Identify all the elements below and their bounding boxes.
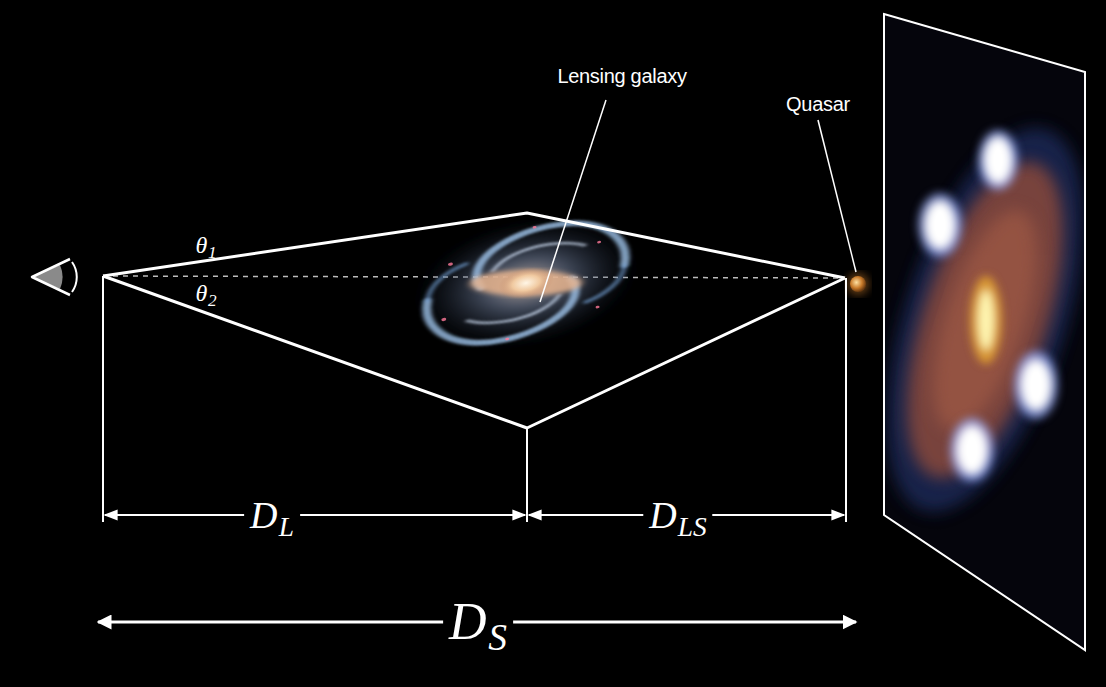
dimension-label: DL (244, 496, 300, 534)
dimension-label: DS (443, 596, 513, 648)
lensed-image-panel (847, 14, 1106, 654)
part-label: Lensing galaxy (557, 66, 686, 86)
galaxy-illustration (404, 199, 649, 367)
leader-line (540, 100, 606, 302)
quasar-glow (847, 273, 869, 295)
angle-label: θ1 (189, 233, 222, 257)
extension-line (103, 276, 846, 522)
observer-eye (32, 259, 77, 295)
part-label: Quasar (786, 94, 850, 114)
leader-line (818, 120, 856, 272)
quasar-symbol (850, 276, 866, 292)
light-path (103, 213, 845, 428)
angle-label: θ2 (189, 281, 222, 305)
dimension-label: DLS (643, 496, 712, 534)
